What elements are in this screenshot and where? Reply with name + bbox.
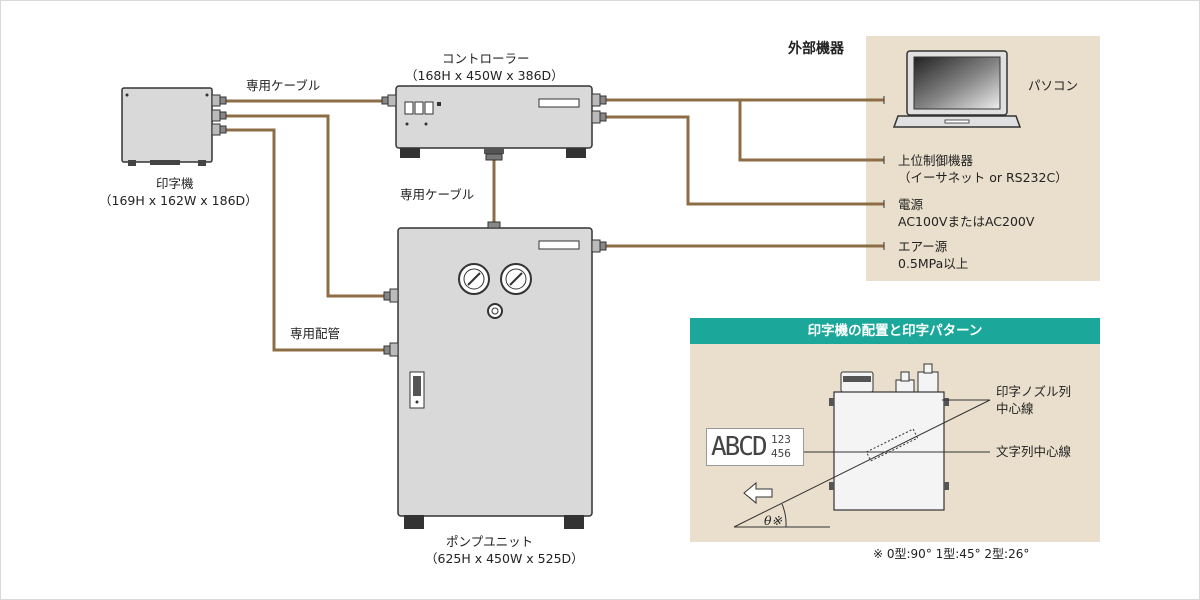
connection-wires — [226, 98, 884, 352]
host-controller-label: 上位制御機器 — [898, 153, 974, 168]
print-pattern-title: 印字機の配置と印字パターン — [690, 318, 1100, 344]
piping-label: 専用配管 — [290, 326, 341, 341]
angle-label: θ※ — [764, 513, 782, 528]
text-centerline-label: 文字列中心線 — [996, 444, 1072, 459]
controller-dimensions: （168H x 450W x 386D） — [405, 68, 564, 83]
cable-host-controller — [738, 100, 884, 162]
printer-device — [121, 87, 227, 166]
controller-device — [381, 85, 607, 161]
cable-power — [606, 115, 884, 206]
print-sample-digits-1: 123 — [771, 433, 791, 446]
laptop-icon — [892, 50, 1022, 128]
cable-label-top: 専用ケーブル — [246, 78, 321, 93]
pump-unit-device — [383, 221, 607, 529]
print-sample: ABCD 123 456 — [706, 428, 804, 466]
air-source-label: エアー源 — [898, 239, 948, 254]
printer-name: 印字機 — [156, 176, 194, 191]
printer-dimensions: （169H x 162W x 186D） — [99, 193, 258, 208]
power-label: 電源 — [898, 197, 924, 212]
power-spec: AC100VまたはAC200V — [898, 214, 1035, 229]
print-sample-digits-2: 456 — [771, 447, 791, 460]
pump-unit-dimensions: （625H x 450W x 525D） — [425, 551, 584, 566]
angle-note: ※ 0型:90° 1型:45° 2型:26° — [873, 547, 1030, 561]
nozzle-centerline-label-2: 中心線 — [996, 401, 1034, 416]
controller-name: コントローラー — [442, 51, 530, 66]
host-controller-interface: （イーサネット or RS232C） — [898, 170, 1068, 185]
pump-unit-name: ポンプユニット — [446, 534, 534, 549]
print-pattern-sketch — [733, 363, 991, 528]
external-equipment-title: 外部機器 — [788, 41, 844, 57]
air-source-spec: 0.5MPa以上 — [898, 256, 969, 271]
pipe-printer-pump-1 — [226, 114, 384, 298]
cable-label-mid: 専用ケーブル — [400, 187, 475, 202]
print-sample-letters: ABCD — [711, 432, 768, 462]
pipe-printer-pump-2 — [226, 128, 384, 352]
nozzle-centerline-label-1: 印字ノズル列 — [996, 384, 1072, 399]
pc-label: パソコン — [1028, 78, 1079, 93]
